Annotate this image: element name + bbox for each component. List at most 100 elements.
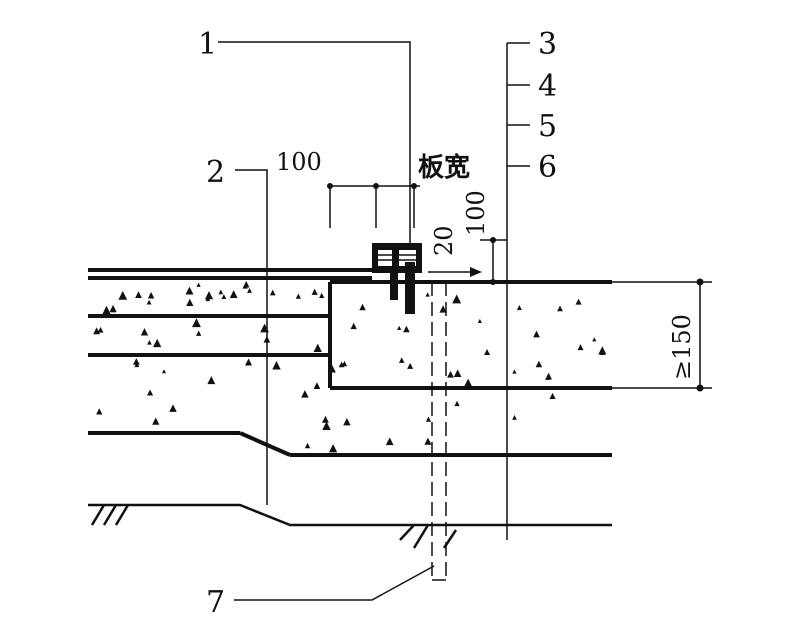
aggregate-mark [343,417,351,426]
aggregate-mark [350,322,357,330]
ground-hatch-left [90,504,130,526]
aggregate-mark [577,344,584,351]
aggregate-mark [600,350,605,355]
leader-1 [218,41,411,245]
aggregate-mark [185,286,194,295]
leader-2 [235,169,268,505]
dimension-labels: 100 板宽 100 20 ≥150 [276,148,696,380]
left-pavement-layers [88,268,372,457]
aggregate-mark [169,404,177,412]
aggregate-mark [196,282,201,287]
aggregate-mark [454,400,460,407]
aggregate-mark [403,325,410,333]
dimension-lines [327,183,712,392]
leader-7 [234,565,435,601]
aggregate-mark [313,343,322,352]
base-slope-line [239,431,291,457]
callout-1: 1 [198,27,217,62]
subgrade-line [88,503,612,527]
callout-6: 6 [538,150,557,185]
aggregate-mark [147,292,155,299]
dim-20: 20 [430,225,458,256]
aggregate-texture [93,281,607,453]
aggregate-mark [477,318,482,324]
aggregate-mark [162,369,167,374]
concrete-slab [328,280,612,390]
aggregate-mark [453,369,462,377]
joint-sealer-block [372,243,422,314]
joint-rod [405,262,415,314]
joint-anchor [390,272,398,300]
aggregate-mark [425,292,430,297]
aggregate-mark [146,299,152,305]
aggregate-mark [328,444,338,453]
aggregate-mark [93,327,101,335]
aggregate-mark [218,289,224,295]
aggregate-mark [304,442,311,449]
aggregate-mark [272,361,281,370]
aggregate-mark [397,325,402,330]
aggregate-mark [132,358,140,365]
aggregate-mark [575,298,582,305]
aggregate-mark [229,290,238,298]
callout-labels: 1 2 3 4 5 6 7 [198,27,557,620]
aggregate-mark [557,305,563,312]
aggregate-mark [321,415,329,423]
aggregate-mark [545,372,552,380]
aggregate-mark [598,346,607,355]
aggregate-mark [245,358,253,366]
ground-hatch-center [399,524,458,549]
aggregate-mark [110,307,116,313]
aggregate-mark [484,349,491,355]
aggregate-mark [512,369,517,374]
callout-3: 3 [538,27,557,62]
aggregate-mark [327,364,336,373]
aggregate-mark [425,416,432,422]
aggregate-mark [135,291,142,298]
callout-5: 5 [538,109,557,144]
dim-100-vertical: 100 [462,190,490,236]
aggregate-mark [338,361,345,368]
aggregate-mark [592,337,597,342]
base-and-subgrade [88,453,612,549]
aggregate-mark [313,382,321,389]
aggregate-mark [204,291,214,300]
aggregate-mark [269,289,276,296]
leader-lines [218,41,530,601]
callout-4: 4 [538,69,557,104]
aggregate-mark [221,294,227,300]
aggregate-mark [247,287,252,293]
dim-board-width: 板宽 [418,152,470,183]
aggregate-mark [102,305,111,315]
aggregate-mark [385,437,394,446]
aggregate-mark [439,305,447,313]
aggregate-mark [152,417,160,425]
callout-7: 7 [206,585,225,620]
callout-2: 2 [206,155,225,190]
aggregate-mark [424,437,432,445]
dim-min-150: ≥150 [668,314,696,380]
aggregate-mark [516,305,522,311]
aggregate-mark [242,283,248,289]
aggregate-mark [97,326,104,333]
aggregate-mark [147,339,152,345]
aggregate-mark [535,360,543,368]
aggregate-mark [549,392,556,399]
aggregate-mark [191,318,201,328]
aggregate-mark [134,362,140,368]
aggregate-mark [512,414,517,420]
dowel-pile-dashed [431,282,447,581]
aggregate-mark [118,290,128,300]
aggregate-mark [311,288,318,295]
aggregate-mark [207,376,216,385]
aggregate-mark [359,303,366,311]
aggregate-mark [153,338,162,348]
aggregate-mark [447,370,454,378]
aggregate-mark [301,390,309,398]
aggregate-mark [196,330,202,336]
aggregate-mark [295,293,301,299]
aggregate-mark [463,378,473,388]
aggregate-mark [140,328,149,336]
